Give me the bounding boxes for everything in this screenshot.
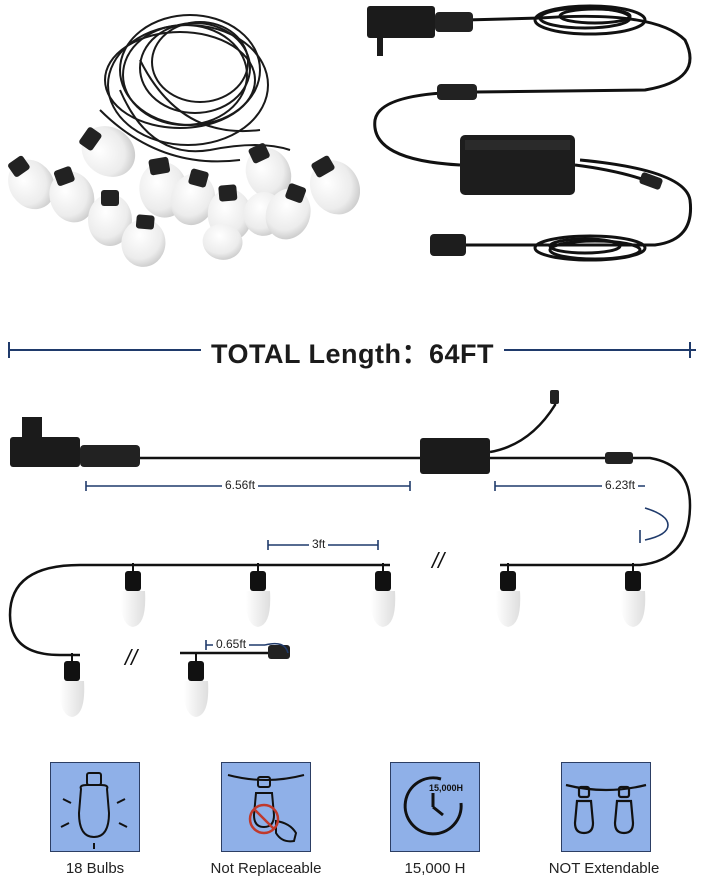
diagram-bulb xyxy=(495,563,521,627)
dim-controller-cable: 6.23ft xyxy=(602,478,639,492)
bulb-icon xyxy=(60,772,128,849)
diagram-adapter xyxy=(10,417,140,467)
feature-bulbs-tile xyxy=(50,762,140,852)
total-length-label: TOTAL Length：64FT xyxy=(201,339,504,369)
feature-hours-label: 15,000 H xyxy=(404,860,466,877)
feature-not-extendable-label: NOT Extendable xyxy=(548,860,660,877)
diagram-bulbs xyxy=(59,563,646,717)
diagram-controller xyxy=(420,438,490,474)
diagram-bulb xyxy=(245,563,271,627)
no-replace-bulb-icon xyxy=(227,774,305,843)
diagram-bulb xyxy=(59,653,85,717)
break-mark-lower: // xyxy=(125,645,138,670)
dim-bulb-spacing: 3ft xyxy=(309,537,329,551)
diagram-bulb xyxy=(370,563,396,627)
feature-not-replaceable-tile xyxy=(221,762,311,852)
string-lights-icon xyxy=(565,783,647,835)
adapter-controller-photo xyxy=(367,4,693,262)
bundle-bulbs xyxy=(8,126,360,267)
string-light-diagram xyxy=(8,390,692,717)
clock-icon xyxy=(403,776,463,836)
feature-bulbs-label: 18 Bulbs xyxy=(65,860,125,877)
power-adapter xyxy=(367,6,435,38)
diagram-bulb xyxy=(620,563,646,627)
total-length-title: TOTAL Length：64FT xyxy=(0,332,705,371)
diagram-bulb xyxy=(120,563,146,627)
feature-hours-tile: 15,000H xyxy=(390,762,480,852)
clock-badge: 15,000H xyxy=(429,783,464,793)
break-mark-upper: // xyxy=(432,548,445,573)
feature-not-extendable-tile xyxy=(561,762,651,852)
bulb-bundle-photo xyxy=(8,14,360,267)
diagram-bulb xyxy=(183,653,209,717)
dim-lead-cable: 6.56ft xyxy=(222,478,259,492)
feature-not-replaceable-label: Not Replaceable xyxy=(210,860,322,877)
dim-end-spacing: 0.65ft xyxy=(213,637,250,651)
